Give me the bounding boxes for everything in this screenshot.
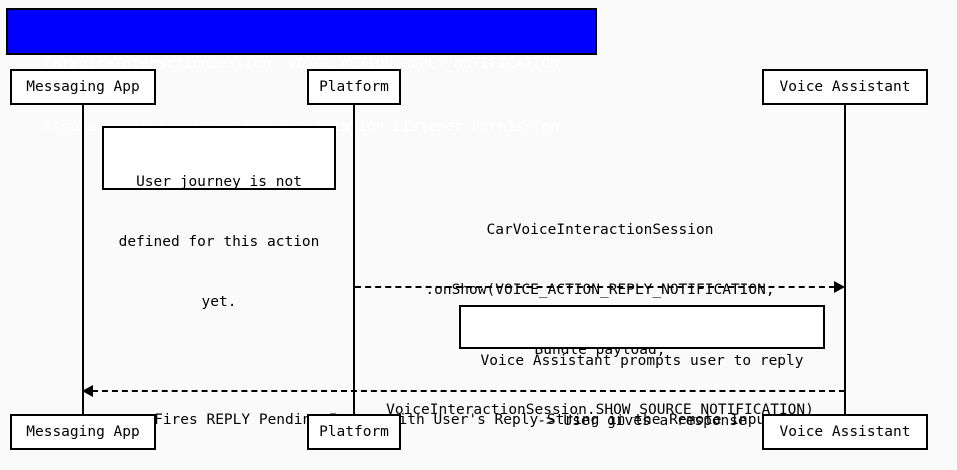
message-reply-intent-label: Fires REPLY Pending Intent with User's R… [84, 370, 844, 470]
message-onshow-arrowhead-right-icon [834, 281, 845, 293]
note-user-journey-line-1: User journey is not [136, 174, 302, 190]
note-voice-prompt[interactable]: Voice Assistant prompts user to reply ->… [459, 305, 825, 429]
message-onshow-line-2: .onShow(VOICE_ACTION_REPLY_NOTIFICATION, [425, 282, 775, 298]
lifeline-platform [353, 105, 355, 415]
note-user-journey[interactable]: User journey is not defined for this act… [102, 126, 336, 310]
participant-messaging-app-top[interactable]: Messaging App [10, 69, 156, 105]
message-onshow-arrow-line [355, 286, 835, 288]
participant-voice-assistant-bottom[interactable]: Voice Assistant [762, 414, 928, 450]
message-reply-intent-arrow-line [92, 390, 845, 392]
lifeline-messaging-app [82, 105, 84, 415]
participant-messaging-app-bottom[interactable]: Messaging App [10, 414, 156, 450]
message-onshow-line-4: VoiceInteractionSession.SHOW_SOURCE_NOTI… [386, 402, 814, 418]
diagram-title-line-1: CarVoiceInteractionSession: VOICE_ACTION… [43, 56, 560, 72]
note-voice-prompt-line-2: -> User gives a response [537, 413, 747, 429]
participant-voice-assistant-top[interactable]: Voice Assistant [762, 69, 928, 105]
message-reply-intent-arrowhead-left-icon [82, 385, 93, 397]
note-user-journey-line-2: defined for this action [118, 234, 320, 250]
message-reply-intent-line-1: Fires REPLY Pending Intent with User's R… [154, 412, 774, 428]
note-voice-prompt-line-1: Voice Assistant prompts user to reply [480, 353, 804, 369]
note-user-journey-line-3: yet. [201, 294, 237, 310]
participant-platform-top[interactable]: Platform [307, 69, 401, 105]
lifeline-voice-assistant [844, 105, 846, 415]
message-onshow-line-1: CarVoiceInteractionSession [486, 222, 714, 238]
participant-platform-bottom[interactable]: Platform [307, 414, 401, 450]
diagram-title-banner: CarVoiceInteractionSession: VOICE_ACTION… [6, 8, 597, 135]
